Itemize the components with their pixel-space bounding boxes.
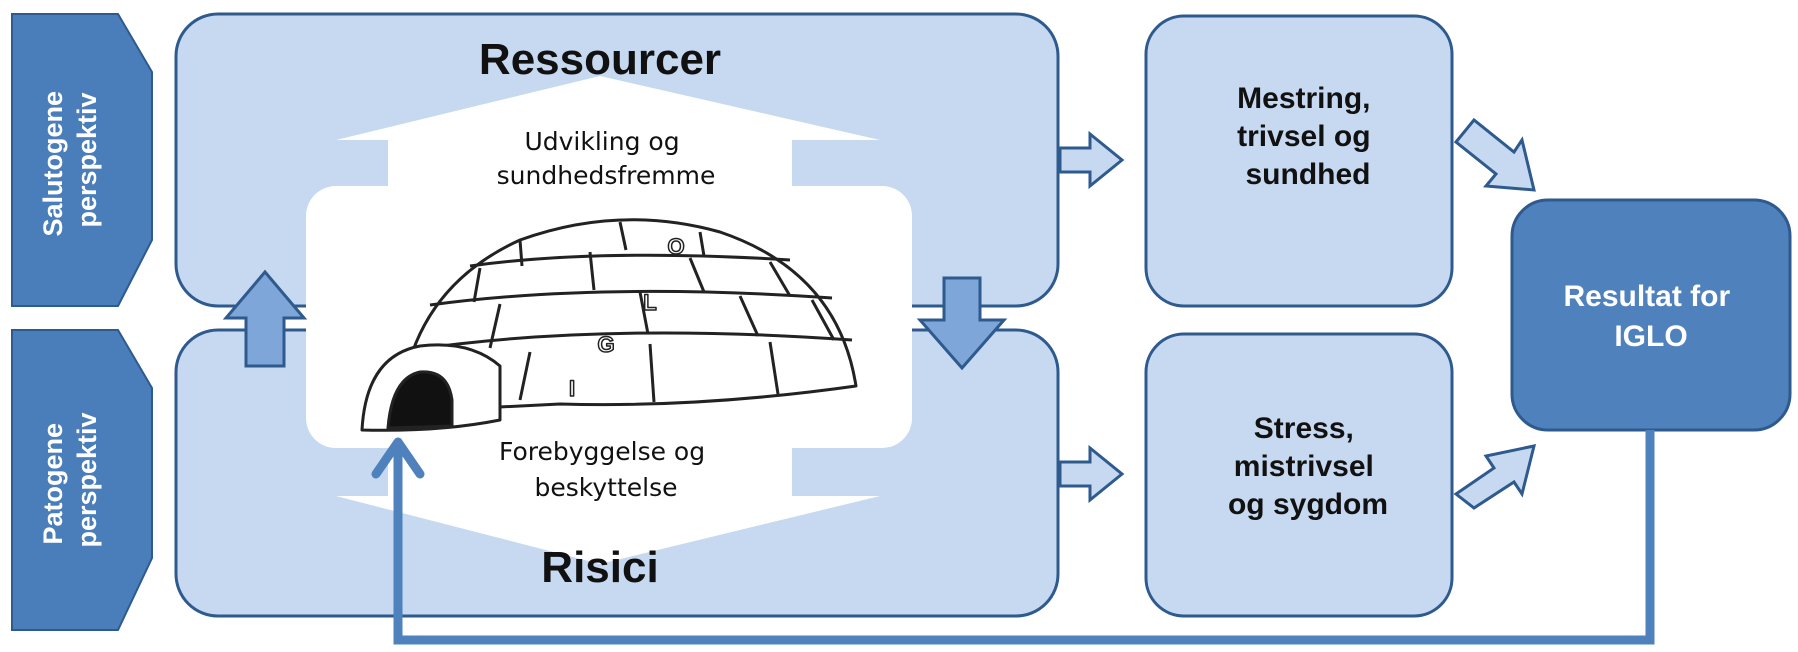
- feedback-loop-arrow: [393, 430, 1655, 645]
- svg-text:Mestring, trivsel og s: Mestring, trivsel og sundhed: [1237, 82, 1379, 191]
- svg-text:Stress, mistrivsel og: Stress, mistrivsel og sygdom: [1228, 412, 1388, 521]
- svg-text:Resultat for IGLO: Resultat for IGLO: [1563, 280, 1738, 353]
- positive-outcome-box: [1144, 14, 1454, 308]
- development-text-line-2: sundhedsfremme: [497, 161, 716, 190]
- negative-outcome-line-3: og sygdom: [1228, 488, 1388, 521]
- igloo-letter-l: L: [643, 290, 656, 315]
- result-line-1: Resultat for: [1563, 280, 1730, 313]
- svg-text:Salutogene perspektiv: Salutogene perspektiv: [38, 83, 102, 236]
- arrow-to-negative-outcome: [1058, 444, 1125, 504]
- negative-outcome-line-2: mistrivsel: [1234, 450, 1374, 483]
- igloo-letter-i: I: [569, 376, 575, 401]
- patogene-perspective-chevron: Patogene perspektiv: [11, 329, 153, 631]
- prevention-arrow: [336, 448, 880, 564]
- igloo-letter-o: O: [667, 234, 684, 259]
- up-arrow: [222, 269, 308, 368]
- result-line-2: IGLO: [1614, 320, 1687, 353]
- igloo-letter-g: G: [597, 332, 614, 357]
- arrow-positive-to-result: [1453, 117, 1536, 192]
- salutogene-label-line-1: Salutogene: [38, 91, 68, 237]
- prevention-text-line-1: Forebyggelse og: [499, 437, 705, 466]
- prevention-text-line-2: beskyttelse: [535, 473, 678, 502]
- risks-title: Risici: [541, 543, 658, 592]
- igloo-illustration: O L G I: [360, 218, 858, 432]
- svg-text:Patogene perspektiv: Patogene perspektiv: [38, 412, 102, 547]
- svg-text:Forebyggelse og beskyttels: Forebyggelse og beskyttelse: [499, 437, 713, 502]
- negative-outcome-line-1: Stress,: [1254, 412, 1354, 445]
- arrow-to-positive-outcome: [1058, 130, 1125, 190]
- patogene-label-line-1: Patogene: [38, 423, 68, 545]
- positive-outcome-line-1: Mestring,: [1237, 82, 1370, 115]
- result-box: [1510, 198, 1792, 432]
- salutogene-label-line-2: perspektiv: [72, 92, 102, 227]
- development-text-line-1: Udvikling og: [524, 127, 679, 156]
- svg-text:Udvikling og sundhedsfremm: Udvikling og sundhedsfremme: [497, 127, 716, 190]
- salutogene-perspective-chevron: Salutogene perspektiv: [11, 13, 153, 307]
- feedback-arrowhead: [371, 437, 425, 479]
- arrow-negative-to-result: [1453, 444, 1537, 510]
- development-arrow: [336, 76, 880, 196]
- patogene-label-line-2: perspektiv: [72, 412, 102, 547]
- down-arrow: [916, 276, 1008, 371]
- positive-outcome-line-2: trivsel og: [1237, 120, 1370, 153]
- negative-outcome-box: [1144, 332, 1454, 618]
- resources-title: Ressourcer: [479, 35, 721, 84]
- positive-outcome-line-3: sundhed: [1246, 158, 1371, 191]
